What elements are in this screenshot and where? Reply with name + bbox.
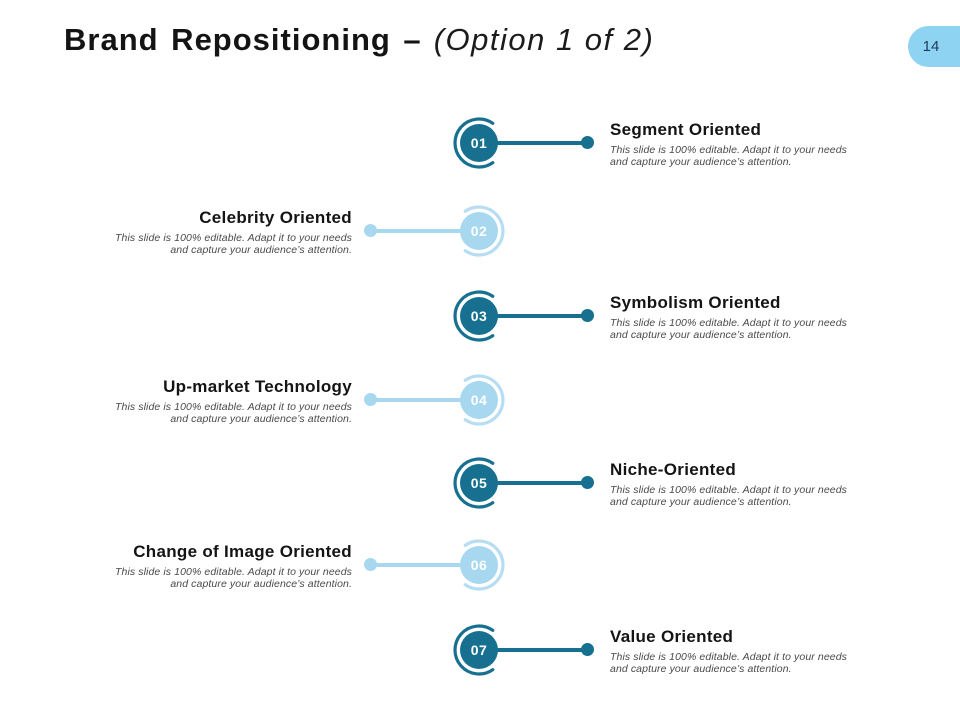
step-title: Value Oriented [610, 627, 734, 646]
step-description-line1: This slide is 100% editable. Adapt it to… [610, 484, 848, 496]
connector-dot-icon [364, 224, 377, 237]
step-title: Change of Image Oriented [133, 542, 352, 561]
step-description-line2: and capture your audience’s attention. [170, 244, 352, 256]
connector-dot-icon [581, 309, 594, 322]
step-description-line1: This slide is 100% editable. Adapt it to… [114, 566, 352, 578]
step-description-line1: This slide is 100% editable. Adapt it to… [610, 651, 848, 663]
step-ring-icon [453, 290, 495, 342]
step-title: Niche-Oriented [610, 460, 737, 479]
page-title-main: Brand Repositioning – [64, 22, 422, 57]
timeline-item-05: 05 Niche-Oriented This slide is 100% edi… [0, 451, 960, 515]
step-number-badge: 03 [460, 297, 498, 335]
timeline-item-04: 04 Up-market Technology This slide is 10… [0, 368, 960, 432]
step-description-line1: This slide is 100% editable. Adapt it to… [114, 401, 352, 413]
connector-line [497, 314, 583, 318]
step-title: Segment Oriented [610, 120, 762, 139]
connector-line [497, 481, 583, 485]
step-description-line2: and capture your audience’s attention. [170, 578, 352, 590]
connector-dot-icon [581, 643, 594, 656]
step-number-badge: 05 [460, 464, 498, 502]
step-description-line2: and capture your audience’s attention. [610, 156, 792, 168]
connector-line [375, 563, 462, 567]
step-text: Symbolism Oriented This slide is 100% ed… [610, 293, 878, 341]
step-ring-icon [453, 117, 495, 169]
connector-dot-icon [364, 558, 377, 571]
step-ring-icon [453, 624, 495, 676]
timeline-item-02: 02 Celebrity Oriented This slide is 100%… [0, 199, 960, 263]
step-text: Value Oriented This slide is 100% editab… [610, 627, 878, 675]
step-description-line1: This slide is 100% editable. Adapt it to… [610, 144, 848, 156]
step-description-line2: and capture your audience’s attention. [610, 663, 792, 675]
step-ring-icon [453, 457, 495, 509]
step-title: Celebrity Oriented [199, 208, 352, 227]
connector-dot-icon [364, 393, 377, 406]
step-ring-icon [463, 539, 505, 591]
step-title: Symbolism Oriented [610, 293, 781, 312]
step-text: Celebrity Oriented This slide is 100% ed… [84, 208, 352, 256]
step-description-line1: This slide is 100% editable. Adapt it to… [610, 317, 848, 329]
page-title-option: (Option 1 of 2) [433, 22, 655, 57]
step-text: Up-market Technology This slide is 100% … [84, 377, 352, 425]
timeline-item-06: 06 Change of Image Oriented This slide i… [0, 533, 960, 597]
connector-line [497, 141, 583, 145]
page-title: Brand Repositioning – (Option 1 of 2) [64, 22, 654, 58]
timeline-item-01: 01 Segment Oriented This slide is 100% e… [0, 111, 960, 175]
page-number: 14 [922, 38, 940, 55]
connector-line [375, 398, 462, 402]
step-ring-icon [463, 205, 505, 257]
step-description-line1: This slide is 100% editable. Adapt it to… [114, 232, 352, 244]
connector-dot-icon [581, 476, 594, 489]
page-number-badge: 14 [908, 26, 960, 67]
step-number-badge: 02 [460, 212, 498, 250]
step-text: Segment Oriented This slide is 100% edit… [610, 120, 878, 168]
connector-line [497, 648, 583, 652]
step-text: Niche-Oriented This slide is 100% editab… [610, 460, 878, 508]
step-title: Up-market Technology [163, 377, 352, 396]
step-number-badge: 07 [460, 631, 498, 669]
step-text: Change of Image Oriented This slide is 1… [84, 542, 352, 590]
step-description-line2: and capture your audience’s attention. [610, 329, 792, 341]
step-ring-icon [463, 374, 505, 426]
step-number-badge: 01 [460, 124, 498, 162]
step-description-line2: and capture your audience’s attention. [610, 496, 792, 508]
step-description-line2: and capture your audience’s attention. [170, 413, 352, 425]
step-number-badge: 04 [460, 381, 498, 419]
timeline-item-07: 07 Value Oriented This slide is 100% edi… [0, 618, 960, 682]
step-number-badge: 06 [460, 546, 498, 584]
connector-dot-icon [581, 136, 594, 149]
timeline-item-03: 03 Symbolism Oriented This slide is 100%… [0, 284, 960, 348]
connector-line [375, 229, 462, 233]
